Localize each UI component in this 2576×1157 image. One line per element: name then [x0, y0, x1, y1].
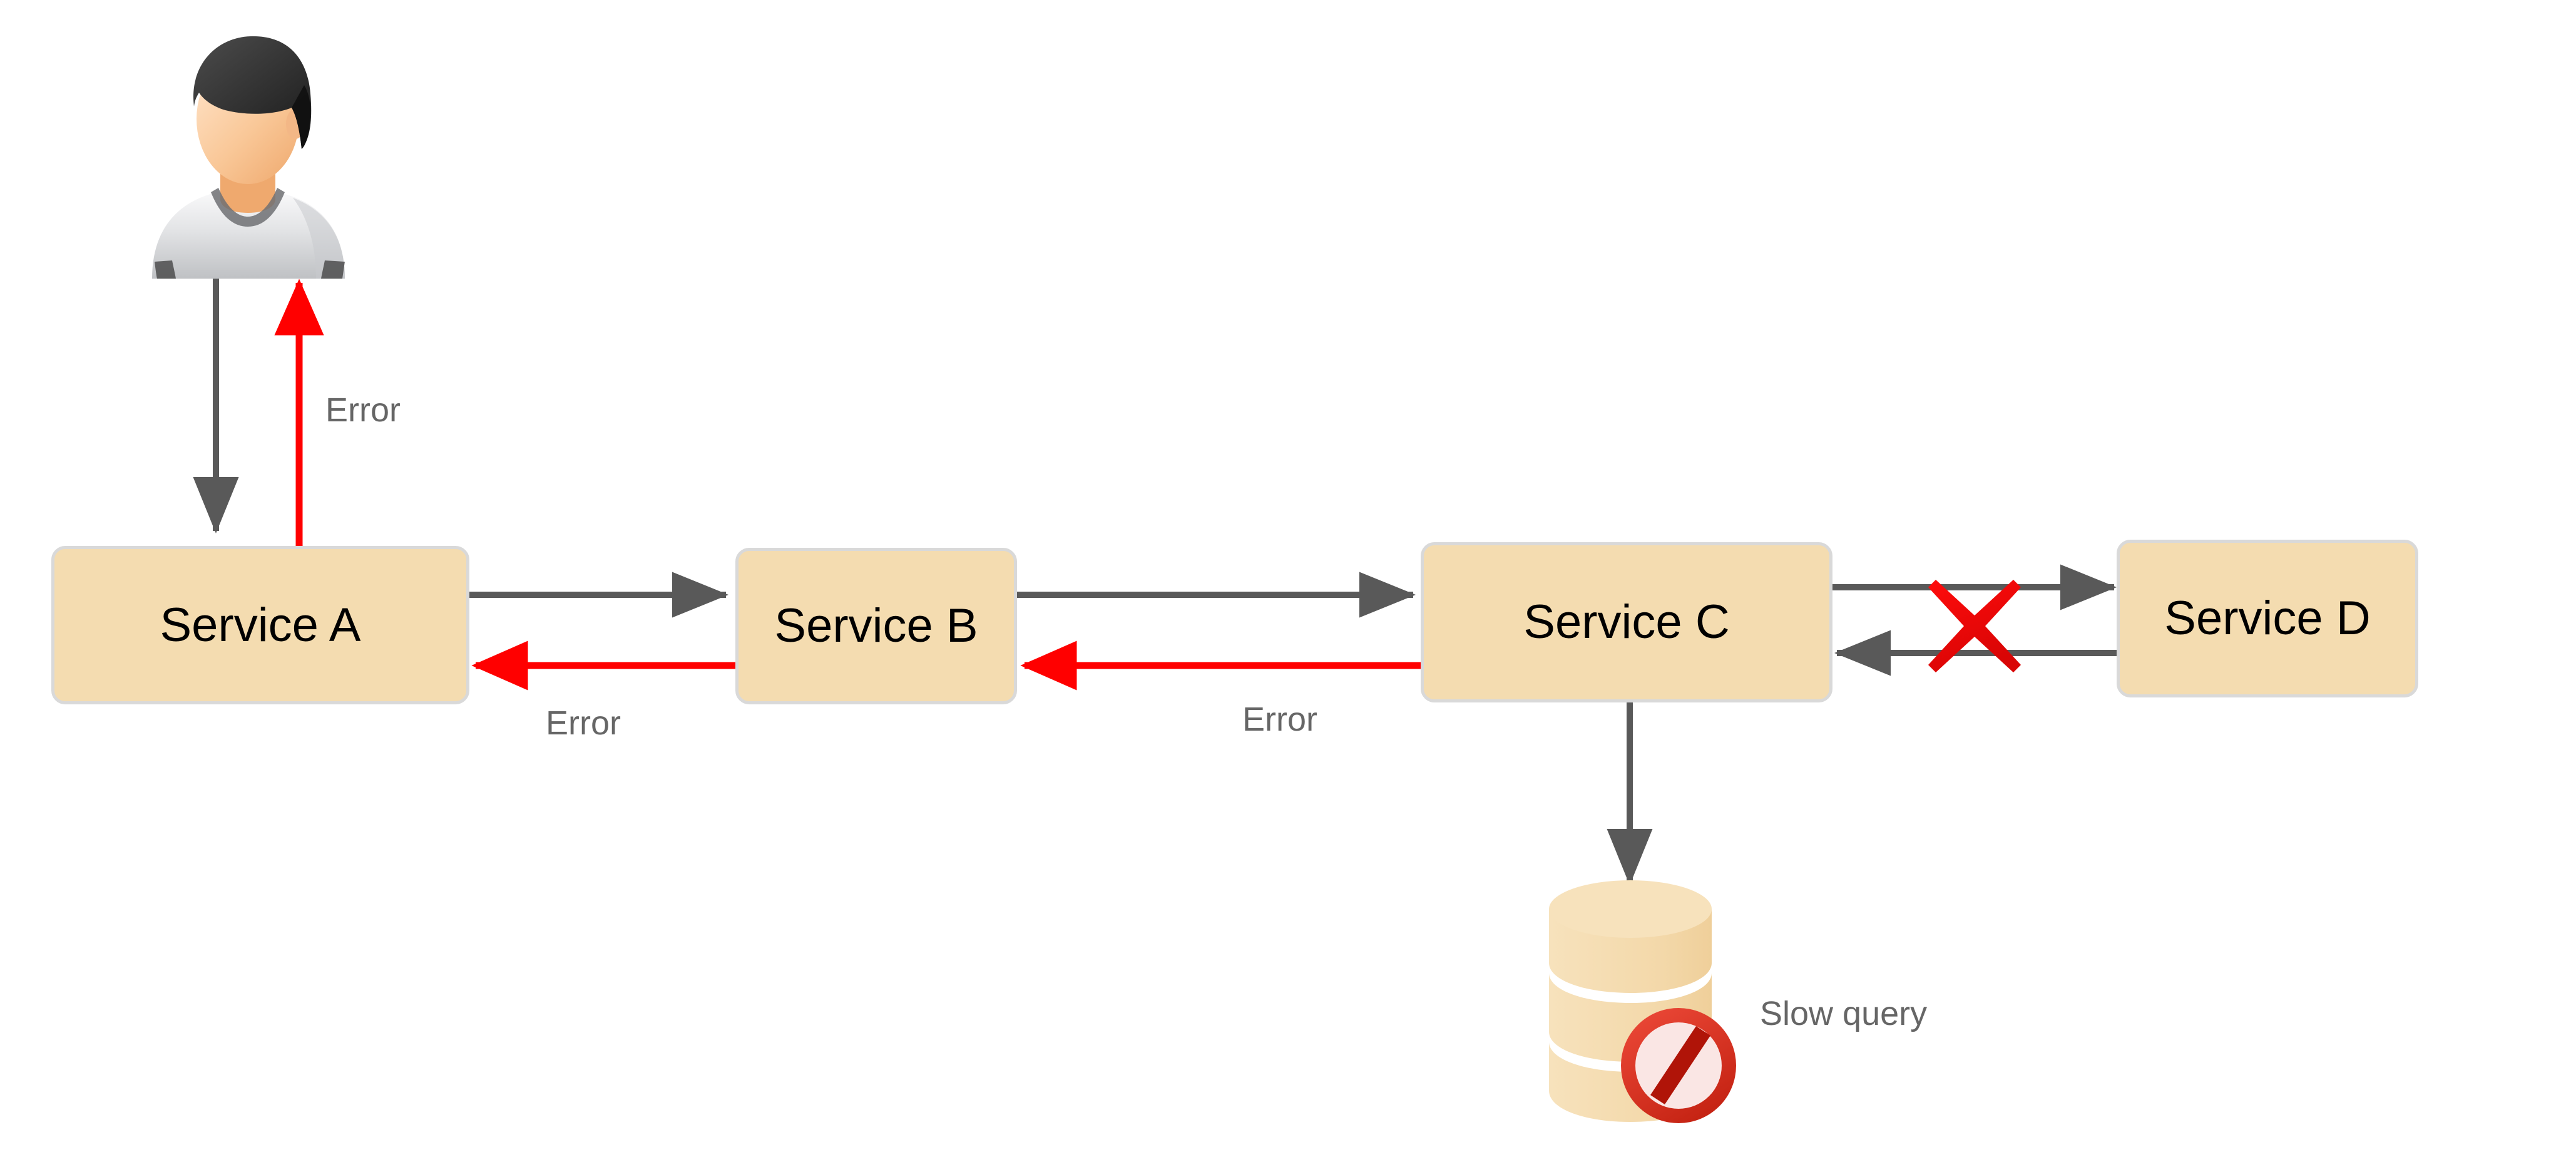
cross-mark-icon	[1928, 580, 2021, 672]
annotation-label-slow-query: Slow query	[1760, 995, 1928, 1032]
no-entry-icon	[1621, 1008, 1736, 1123]
node-service-b[interactable]: Service B	[735, 548, 1017, 704]
node-service-a[interactable]: Service A	[51, 546, 469, 704]
user-avatar-icon	[152, 36, 345, 279]
edge-label-error-b-to-a: Error	[546, 704, 621, 742]
edge-label-error-c-to-b: Error	[1242, 701, 1317, 738]
edge-label-error-user: Error	[325, 391, 401, 429]
node-service-a-label: Service A	[160, 598, 361, 652]
node-service-d-label: Service D	[2164, 592, 2371, 645]
node-service-c-label: Service C	[1523, 595, 1730, 649]
node-service-c[interactable]: Service C	[1421, 542, 1832, 702]
node-service-b-label: Service B	[774, 599, 978, 652]
node-service-d[interactable]: Service D	[2117, 540, 2418, 697]
